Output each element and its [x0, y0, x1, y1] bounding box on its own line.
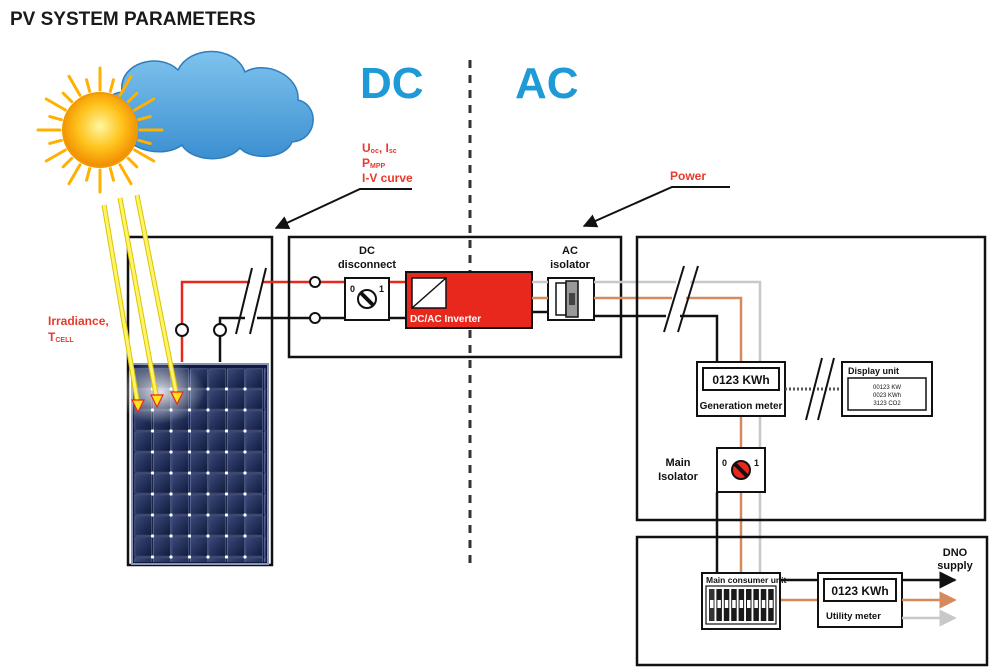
consumer-unit-label: Main consumer unit: [706, 575, 786, 585]
generation-meter-label: Generation meter: [700, 401, 783, 412]
utility-meter-label: Utility meter: [826, 611, 881, 622]
pv-params-annotation: Uoc, Isc PMPP I-V curve: [362, 141, 413, 185]
dc-ac-inverter: [405, 271, 533, 329]
main-isolator-label-2: Isolator: [658, 471, 698, 483]
ac-black-wire: [594, 314, 818, 582]
sun-icon: [36, 66, 164, 194]
display-unit-line-2: 0023 KWh: [873, 393, 901, 399]
page-title: PV SYSTEM PARAMETERS: [10, 9, 256, 30]
main-consumer-unit: [701, 572, 781, 630]
display-unit: [841, 361, 933, 417]
dc-disconnect-label-1: DC: [359, 245, 375, 257]
dc-disconnect-pos-0: 0: [350, 284, 355, 294]
display-unit-line-3: 3123 CO2: [873, 401, 901, 407]
generation-meter-reading: 0123 KWh: [712, 373, 769, 387]
dc-disconnect-switch[interactable]: [344, 277, 390, 321]
dno-label-1: DNO: [943, 547, 968, 559]
utility-meter: [817, 572, 903, 628]
ac-cable-break: [663, 265, 699, 333]
ac-isolator-label-2: isolator: [550, 259, 590, 271]
svg-text:PMPP: PMPP: [362, 156, 386, 170]
ac-copper-wire: [594, 296, 818, 602]
dc-section-label: DC: [360, 59, 424, 108]
consumer-enclosure: [635, 535, 989, 667]
power-label: Power: [670, 169, 706, 183]
main-isolator-pos-0: 0: [722, 458, 727, 468]
inverter-ac-wires: [532, 280, 548, 314]
power-arrow: [582, 186, 730, 228]
dc-disconnect-pos-1: 1: [379, 284, 384, 294]
ac-isolator-switch[interactable]: [547, 277, 595, 321]
irradiance-rays: [101, 194, 184, 414]
building-enclosure: [635, 235, 987, 522]
dno-output-arrows: [902, 571, 957, 627]
dc-cable-break: [235, 267, 267, 335]
tcell-label: TCELL: [48, 330, 74, 344]
solar-panel: [115, 360, 269, 565]
dno-label-2: supply: [937, 560, 973, 572]
utility-meter-reading: 0123 KWh: [831, 584, 888, 598]
display-unit-line-1: 00123 KW: [873, 385, 901, 391]
main-isolator-switch[interactable]: [716, 447, 766, 493]
generation-meter: [696, 361, 786, 417]
inverter-label: DC/AC Inverter: [410, 314, 481, 325]
irradiance-label: Irradiance,: [48, 314, 109, 328]
pv-params-arrow: [274, 188, 412, 230]
display-unit-label: Display unit: [848, 366, 899, 376]
ac-section-label: AC: [515, 59, 579, 108]
ac-isolator-label-1: AC: [562, 245, 578, 257]
dc-disconnect-label-2: disconnect: [338, 259, 396, 271]
cloud-icon: [100, 50, 314, 160]
dc-negative-wire: [218, 316, 406, 362]
dc-connectors: [175, 276, 321, 337]
svg-text:Uoc, Isc: Uoc, Isc: [362, 141, 397, 155]
main-isolator-pos-1: 1: [754, 458, 759, 468]
main-isolator-label-1: Main: [665, 457, 690, 469]
svg-text:I-V curve: I-V curve: [362, 171, 413, 185]
display-link-break: [805, 357, 835, 421]
